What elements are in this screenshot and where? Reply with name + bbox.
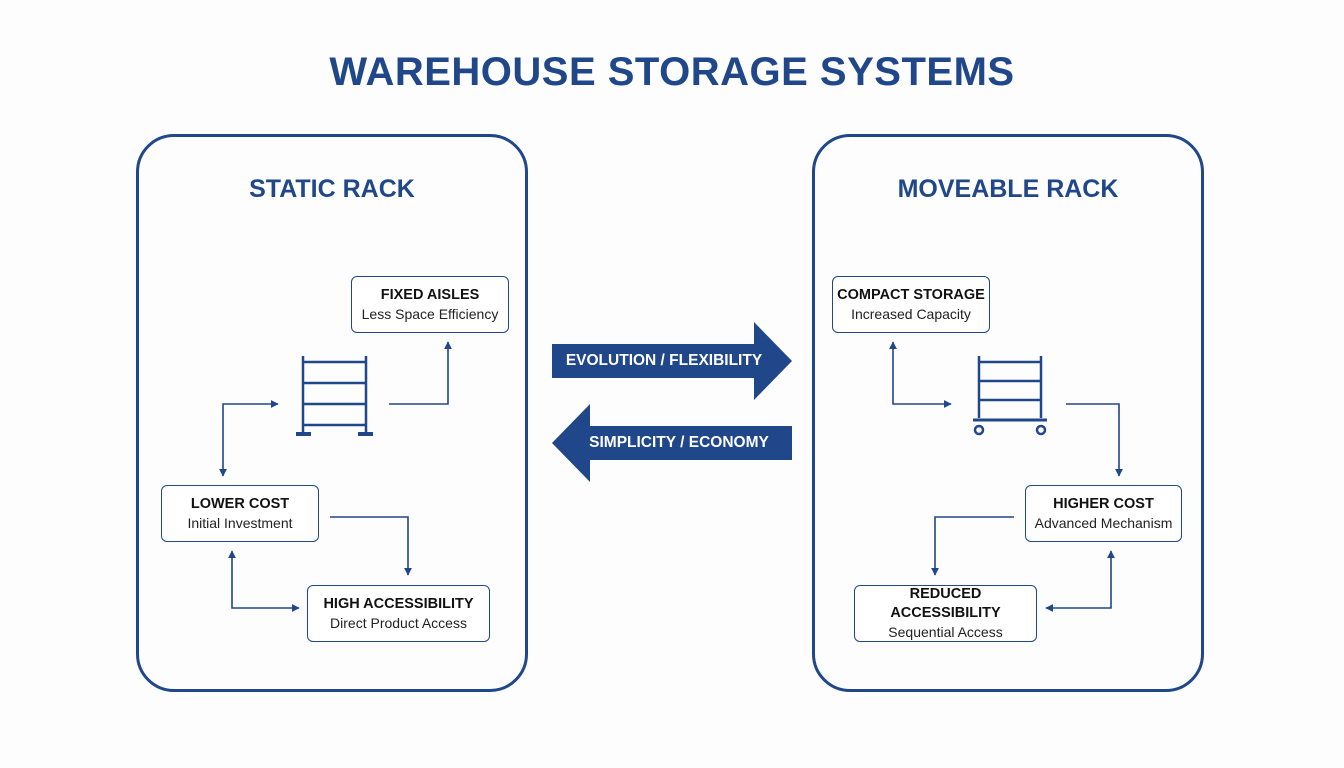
connector-lower-cost-to-accessibility <box>330 516 412 576</box>
reduced-accessibility-box: REDUCED ACCESSIBILITY Sequential Access <box>854 585 1037 642</box>
high-accessibility-subtitle: Direct Product Access <box>330 614 467 631</box>
reduced-accessibility-title: REDUCED ACCESSIBILITY <box>890 586 1001 621</box>
static-rack-icon <box>296 356 373 436</box>
higher-cost-box: HIGHER COST Advanced Mechanism <box>1025 485 1182 542</box>
connector-reduced-higher-cost <box>1045 550 1115 612</box>
higher-cost-title: HIGHER COST <box>1053 495 1154 512</box>
fixed-aisles-subtitle: Less Space Efficiency <box>361 305 499 322</box>
compact-storage-box: COMPACT STORAGE Increased Capacity <box>832 276 990 333</box>
moveable-rack-icon <box>973 356 1047 436</box>
compact-storage-title: COMPACT STORAGE <box>837 286 985 303</box>
evolution-arrow <box>552 322 792 400</box>
simplicity-arrow <box>552 404 792 482</box>
static-rack-panel: STATIC RACK <box>136 134 528 692</box>
reduced-accessibility-subtitle: Sequential Access <box>888 624 1003 640</box>
diagram-title: WAREHOUSE STORAGE SYSTEMS <box>329 50 1015 94</box>
high-accessibility-title: HIGH ACCESSIBILITY <box>323 595 474 612</box>
lower-cost-box: LOWER COST Initial Investment <box>161 485 319 542</box>
higher-cost-subtitle: Advanced Mechanism <box>1034 514 1173 531</box>
connector-rack-to-fixed-aisles <box>389 341 452 405</box>
static-rack-title: STATIC RACK <box>249 175 415 203</box>
lower-cost-title: LOWER COST <box>190 495 290 512</box>
fixed-aisles-box: FIXED AISLES Less Space Efficiency <box>351 276 509 333</box>
evolution-flexibility-label: EVOLUTION / FLEXIBILITY <box>565 352 763 369</box>
compact-storage-subtitle: Increased Capacity <box>851 305 971 322</box>
connector-rack-lower-cost <box>219 400 279 477</box>
connector-compact-rack <box>889 341 952 408</box>
moveable-rack-title: MOVEABLE RACK <box>897 175 1119 203</box>
lower-cost-subtitle: Initial Investment <box>187 514 293 531</box>
connector-higher-cost-to-reduced <box>931 516 1014 576</box>
high-accessibility-box: HIGH ACCESSIBILITY Direct Product Access <box>307 585 490 642</box>
connector-rack-to-higher-cost <box>1066 403 1123 477</box>
fixed-aisles-title: FIXED AISLES <box>380 286 480 303</box>
simplicity-economy-label: SIMPLICITY / ECONOMY <box>589 434 769 451</box>
connector-accessibility-lower-cost <box>228 550 300 612</box>
moveable-rack-panel: MOVEABLE RACK <box>812 134 1204 692</box>
